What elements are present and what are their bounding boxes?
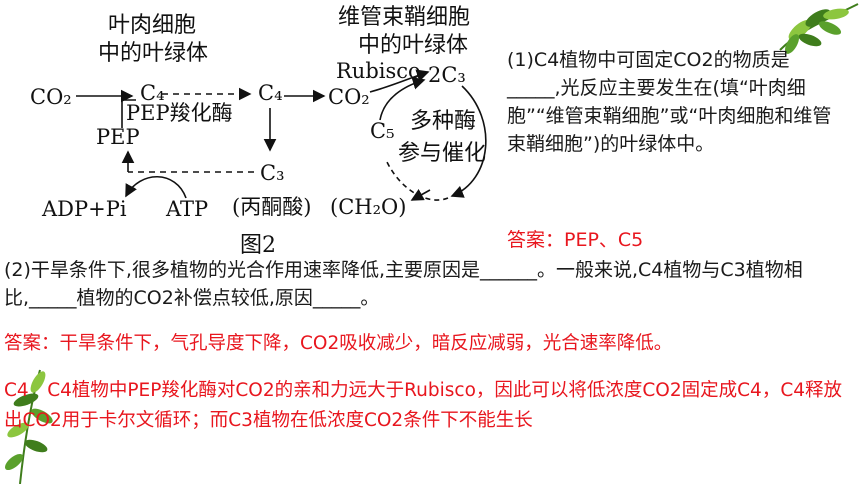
leaf-decoration-bottom-left [4, 369, 53, 484]
c4-second-label: C₄ [258, 81, 283, 105]
arrow-co2-to-cycle [369, 69, 430, 93]
co2-right-label: CO₂ [328, 85, 370, 109]
c4-pathway-diagram: 叶肉细胞 中的叶绿体 维管束鞘细胞 中的叶绿体 CO₂ C₄ C₄ CO₂ PE… [30, 5, 487, 256]
mesophyll-title-line2: 中的叶绿体 [98, 41, 208, 66]
question-1-text: (1)C4植物中可固定CO2的物质是_____,光反应主要发生在(填“叶肉细胞”… [507, 49, 832, 155]
pep-label: PEP [96, 125, 140, 149]
adp-pi-label: ADP+Pi [41, 197, 127, 221]
answer-2-text: 答案：干旱条件下，气孔导度下降，CO2吸收减少，暗反应减弱，光合速率降低。 [4, 333, 673, 354]
answer-3-text: C4 C4植物中PEP羧化酶对CO2的亲和力远大于Rubisco，因此可以将低浓… [4, 380, 843, 431]
co2-left-label: CO₂ [30, 85, 72, 109]
cycle-text-line2: 参与催化 [398, 141, 486, 166]
bundle-sheath-title-line1: 维管束鞘细胞 [338, 5, 470, 30]
pyruvate-label: (丙酮酸) [232, 195, 311, 219]
c4-first-label: C₄ [140, 81, 165, 105]
bundle-sheath-title-line2: 中的叶绿体 [358, 33, 468, 58]
calvin-cycle-right-arc [450, 85, 487, 198]
c3-label: C₃ [260, 161, 285, 185]
atp-adp-curve [125, 175, 187, 199]
leaf-decoration-top-right [779, 3, 859, 54]
figure-caption: 图2 [240, 233, 276, 256]
answer-1-text: 答案：PEP、C5 [507, 229, 644, 251]
c5-label: C₅ [370, 119, 395, 143]
atp-label: ATP [165, 197, 208, 221]
pep-to-c4-line [121, 99, 136, 128]
mesophyll-title-line1: 叶肉细胞 [108, 13, 196, 38]
ch2o-label: (CH₂O) [330, 195, 406, 219]
question-2-text: (2)干旱条件下,很多植物的光合作用速率降低,主要原因是______。一般来说,… [4, 259, 803, 309]
two-c3-label: 2C₃ [428, 63, 466, 87]
pep-carboxylase-label: PEP羧化酶 [126, 101, 233, 125]
calvin-cycle-left-arc [379, 77, 426, 121]
arrow-to-ch2o [410, 188, 431, 201]
cycle-text-line1: 多种酶 [410, 109, 476, 134]
